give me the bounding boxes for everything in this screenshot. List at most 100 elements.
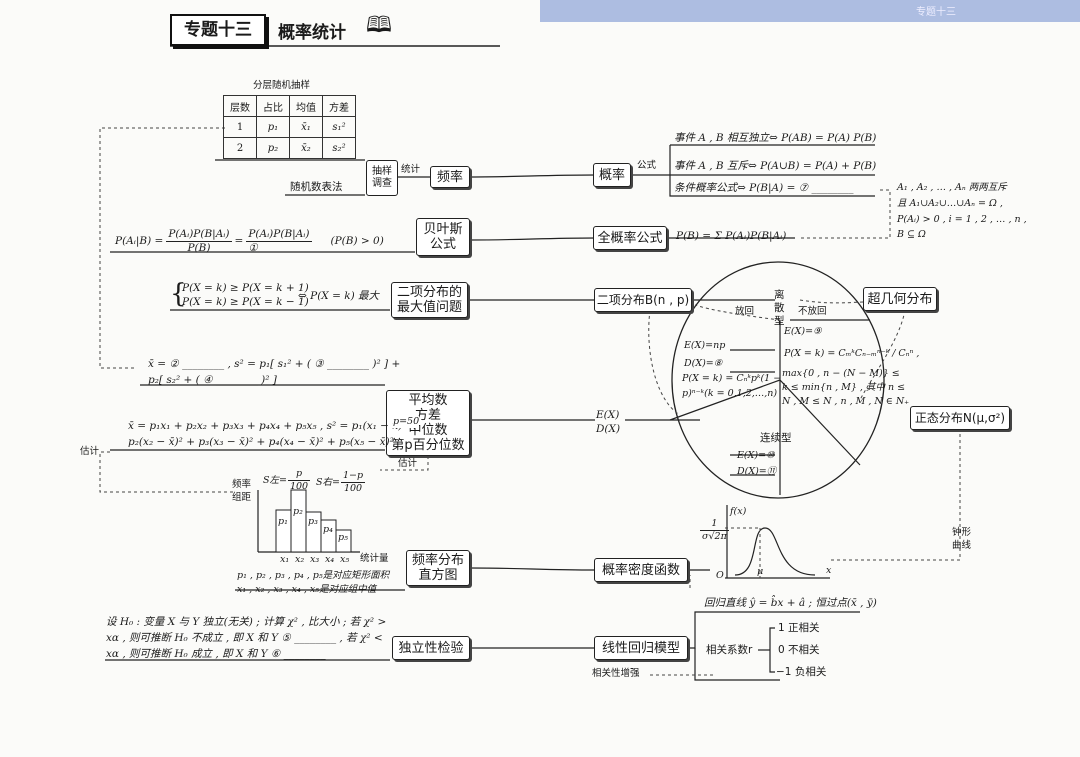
bayes-frac1: P(Aᵢ)P(B|Aᵢ) P(B)	[166, 228, 232, 255]
strat-cell: p₂	[256, 137, 290, 159]
hist-bar-label: p₄	[323, 524, 333, 535]
density-box: 概率密度函数	[594, 558, 688, 582]
hist-xtick: x₁	[280, 554, 290, 565]
no-put-back-label: 不放回	[798, 306, 827, 317]
hist-s-right-num: 1−p	[340, 470, 366, 483]
density-peak-num: 1	[700, 518, 729, 531]
hist-note1: p₁ , p₂ , p₃ , p₄ , p₅是对应矩形面积	[237, 570, 390, 581]
density-mu: μ	[757, 566, 764, 577]
partition-line4: B ⊆ Ω	[897, 229, 926, 240]
statistics-label: 统计	[401, 164, 421, 175]
bayes-condition: (P(B) > 0)	[330, 235, 384, 247]
estimate-left: 估计	[80, 446, 100, 457]
density-x: x	[826, 565, 832, 576]
corr-negative: −1 负相关	[776, 666, 827, 678]
cont-var: D(X)=⑪	[737, 466, 777, 477]
continuous-label: 连续型	[760, 432, 792, 444]
hyper-cond1: max{0 , n − (N − M)} ≤	[782, 368, 900, 379]
strat-cell: s₁²	[322, 116, 356, 138]
mean-formula-line1: x̄ = p₁x₁ + p₂x₂ + p₃x₃ + p₄x₄ + p₅x₅ , …	[128, 420, 419, 432]
hypergeo-box: 超几何分布	[863, 287, 937, 311]
strat-cell: 1	[223, 116, 257, 138]
density-origin: O	[716, 570, 724, 581]
mean-formula-line2: p₂(x₂ − x̄)² + p₃(x₃ − x̄)² + p₄(x₄ − x̄…	[128, 436, 394, 448]
hist-xtick: x₃	[310, 554, 320, 565]
density-peak-den: σ√2π	[702, 531, 727, 542]
hyper-pmf: P(X = k) = CₘᵏCₙ₋ₘⁿ⁻ᵏ / Cₙⁿ ,	[784, 348, 920, 359]
mean-var-line2: p₂[ s₂² + ( ④ ________ )² ]	[148, 374, 277, 386]
hist-xtick: x₅	[340, 554, 350, 565]
bayes-lhs: P(Aᵢ|B) =	[115, 235, 164, 247]
formula-label: 公式	[637, 160, 657, 171]
corr-zero: 0 不相关	[778, 644, 820, 656]
strat-table-title: 分层随机抽样	[253, 80, 311, 91]
hist-bar-label: p₅	[338, 532, 348, 543]
partition-line1: A₁ , A₂ , … , Aₙ 两两互斥	[897, 182, 1007, 193]
reg-line: 回归直线 ŷ = b̂x + â ; 恒过点(x̄ , ȳ)	[704, 597, 877, 609]
indep-line2: xα , 则可推断 H₀ 不成立 , 即 X 和 Y ⑤ ________ , …	[106, 632, 383, 644]
bayes-frac2-den: ①	[248, 242, 258, 254]
prob-box: 概率	[593, 163, 631, 187]
mean-var-line1: x̄ = ② ________ , s² = p₁[ s₁² + ( ③ ___…	[148, 358, 401, 370]
cont-ex: E(X)=⑩	[737, 450, 775, 461]
binom-ex: E(X)=np	[684, 340, 726, 351]
bayes-frac1-num: P(Aᵢ)P(B|Aᵢ)	[166, 228, 232, 242]
reading-figure-icon: 🕮	[366, 13, 392, 38]
estimate-mid: 估计	[398, 458, 418, 469]
binom-pmf1: P(X = k) = Cₙᵏpᵏ(1 −	[682, 373, 782, 384]
bell-label: 钟形 曲线	[952, 527, 972, 551]
freq-box: 频率	[430, 166, 470, 188]
hyper-cond2: k ≤ min{n , M} , 其中 n ≤	[782, 382, 906, 393]
bayes-eq: =	[234, 235, 244, 247]
bayes-frac1-den: P(B)	[187, 242, 211, 254]
strat-cell: p₁	[256, 116, 290, 138]
partition-line2: 且 A₁∪A₂∪…∪Aₙ = Ω ,	[897, 198, 1003, 209]
binom-max-line2: P(X = k) ≥ P(X = k − 1)	[182, 296, 309, 308]
corr-positive: 1 正相关	[778, 622, 820, 634]
total-prob-formula: P(B) = Σ P(Aᵢ)P(B|Aᵢ)	[676, 230, 787, 242]
header-title: 概率统计	[278, 23, 346, 43]
strat-header-cell: 层数	[223, 95, 257, 117]
bayes-formula: P(Aᵢ|B) = P(Aᵢ)P(B|Aᵢ) P(B) = P(Aᵢ)P(B|A…	[115, 228, 384, 255]
partition-line3: P(Aᵢ) > 0 , i = 1 , 2 , … , n ,	[897, 214, 1027, 225]
strat-cell: 2	[223, 137, 257, 159]
hist-s-left-label: S左=	[263, 474, 287, 486]
hist-ylabel: 频率 组距	[232, 479, 252, 503]
density-fx: f(x)	[730, 506, 747, 517]
indep-line3: xα , 则可推断 H₀ 成立 , 即 X 和 Y ⑥ ________	[106, 648, 326, 660]
indep-line1: 设 H₀ : 变量 X 与 Y 独立(无关) ; 计算 χ² , 比大小 ; 若…	[106, 616, 387, 628]
binom-max-brace: {	[170, 279, 187, 309]
strat-header-cell: 方差	[322, 95, 356, 117]
p50-label: p=50	[393, 416, 420, 428]
hist-xlabel: 统计量	[360, 553, 389, 564]
hist-bar-label: p₁	[278, 516, 288, 527]
bayes-frac2-num: P(Aᵢ)P(B|Aᵢ)	[246, 228, 312, 242]
binom-max-box: 二项分布的 最大值问题	[391, 282, 468, 318]
hist-s-right-den: 100	[343, 483, 363, 494]
event-conditional: 条件概率公式⇔ P(B|A) = ⑦ ________	[674, 182, 854, 194]
normal-box: 正态分布N(μ,σ²)	[910, 406, 1010, 430]
corr-label: 相关系数r	[706, 644, 753, 656]
event-exclusive: 事件 A , B 互斥⇔ P(A∪B) = P(A) + P(B)	[674, 160, 877, 172]
strat-cell: s₂²	[322, 137, 356, 159]
strat-cell: x̄₁	[289, 116, 323, 138]
binom-var: D(X)=⑧	[684, 358, 723, 369]
hyper-cond3: N , M ≤ N , n , M , N ∈ N₊	[782, 396, 910, 407]
strat-header-cell: 均值	[289, 95, 323, 117]
linreg-box: 线性回归模型	[594, 636, 688, 660]
top-right-text: 专题十三	[916, 7, 956, 18]
put-back-label: 放回	[735, 306, 755, 317]
indep-box: 独立性检验	[392, 636, 470, 660]
total-prob-box: 全概率公式	[593, 226, 667, 250]
hist-s-left-num: p	[287, 468, 311, 481]
event-independent: 事件 A , B 相互独立⇔ P(AB) = P(A) P(B)	[674, 132, 877, 144]
hist-bar-label: p₃	[308, 516, 318, 527]
strat-table: 层数 占比 均值 方差 1 p₁ x̄₁ s₁² 2 p₂ x̄₂ s₂²	[223, 95, 356, 159]
strat-cell: x̄₂	[289, 137, 323, 159]
binom-max-line1: P(X = k) ≥ P(X = k + 1)	[182, 282, 309, 294]
